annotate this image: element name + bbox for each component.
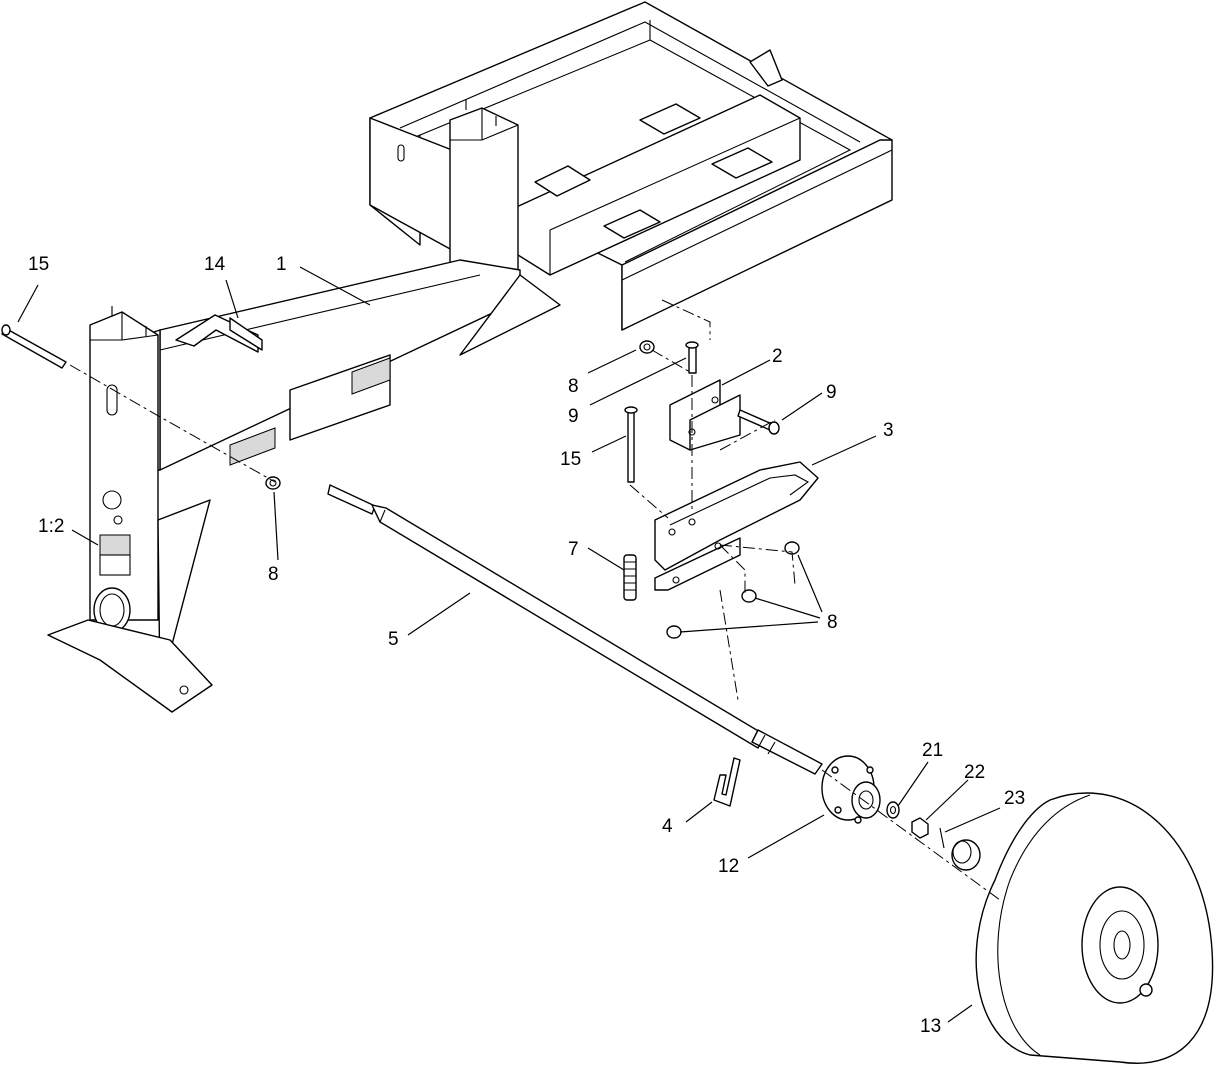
cotter-pin-part-23 xyxy=(939,827,945,849)
centerlines xyxy=(69,299,1001,901)
handle-part-14 xyxy=(175,314,263,353)
callout-22: 22 xyxy=(964,762,985,783)
bracket-part-2 xyxy=(669,379,741,451)
callout-21: 21 xyxy=(922,740,943,761)
bolt-part-15-left xyxy=(1,324,67,369)
tire-part-13 xyxy=(975,792,1214,1064)
callout-4: 4 xyxy=(662,816,673,837)
callout-23: 23 xyxy=(1004,788,1025,809)
axle-part-5 xyxy=(327,484,823,775)
callout-8-top: 8 xyxy=(568,376,579,397)
callout-9-left: 9 xyxy=(568,406,579,427)
spring-part-3 xyxy=(654,461,819,591)
callout-13: 13 xyxy=(920,1016,941,1037)
callout-14: 14 xyxy=(204,254,226,275)
bolt-part-15-center xyxy=(624,406,638,483)
callout-1-2: 1:2 xyxy=(38,516,64,537)
washer-part-21 xyxy=(886,801,900,819)
callout-1: 1 xyxy=(276,254,287,275)
callout-8-right: 8 xyxy=(827,612,838,633)
hub-part-12 xyxy=(821,755,881,824)
callout-3: 3 xyxy=(883,420,894,441)
nut-part-8-b xyxy=(265,476,281,490)
callout-5: 5 xyxy=(388,629,399,650)
bolt-part-9-vertical xyxy=(685,341,699,374)
nut-part-22 xyxy=(911,817,929,839)
callout-2: 2 xyxy=(772,346,783,367)
leader-lines xyxy=(17,266,1001,1023)
callout-8-left: 8 xyxy=(268,564,279,585)
nut-part-8-c xyxy=(666,541,800,639)
main-frame xyxy=(47,1,893,713)
callout-9-right: 9 xyxy=(826,382,837,403)
callout-7: 7 xyxy=(568,539,579,560)
callout-12: 12 xyxy=(718,856,739,877)
u-bolt-part-4 xyxy=(713,757,741,807)
dust-cap xyxy=(951,839,981,871)
bolt-part-9-horizontal xyxy=(737,409,780,435)
callout-15-center: 15 xyxy=(560,449,581,470)
coil-spring-part-7 xyxy=(623,554,637,601)
callout-15-left: 15 xyxy=(28,254,49,275)
nut-part-8-a xyxy=(639,340,655,354)
callout-labels: 1 15 14 1:2 8 8 9 2 9 15 3 7 5 8 4 12 21… xyxy=(28,254,1025,1037)
